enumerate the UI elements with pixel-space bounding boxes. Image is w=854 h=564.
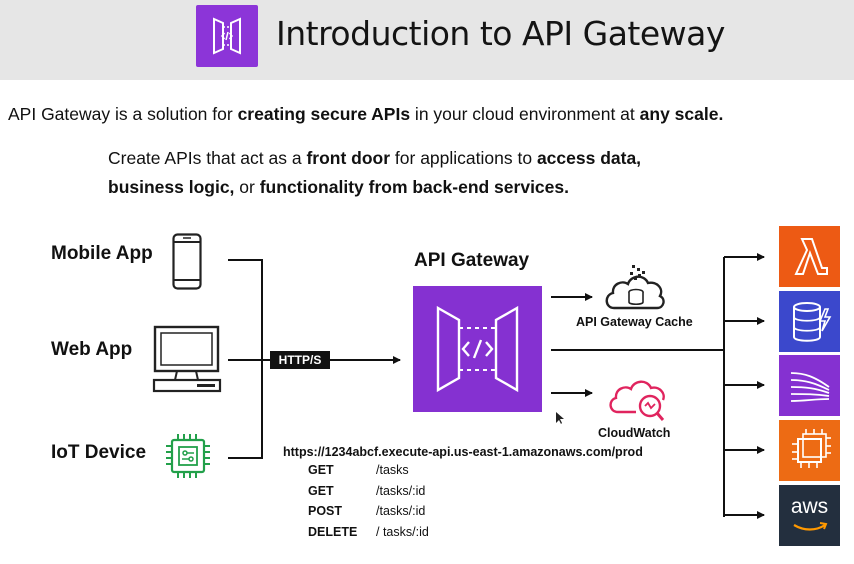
header-bar [0,0,854,80]
endpoint-url: https://1234abcf.execute-api.us-east-1.a… [283,445,643,459]
lambda-tile [779,226,840,287]
cloudwatch-icon [609,380,665,421]
route-path: /tasks/:id [376,483,426,498]
client-label-web: Web App [51,339,133,360]
route-method: POST [308,504,343,518]
ec2-tile [779,420,840,481]
route-path: / tasks/:id [376,524,429,539]
api-gateway-icon [436,305,519,393]
api-gateway-icon [213,17,241,55]
lambda-icon [794,238,828,275]
aws-logo: aws [790,495,829,518]
route-method: GET [308,463,334,477]
cache-label: API Gateway Cache [576,315,693,329]
intro-line-1: API Gateway is a solution for creating s… [8,104,724,124]
page-title: Introduction to API Gateway [276,14,725,53]
client-label-iot: IoT Device [51,442,147,463]
aws-smile-icon [793,522,828,531]
route-path: /tasks/:id [376,504,426,518]
kinesis-icon [790,372,830,402]
mobile-phone-icon [172,233,202,290]
client-label-mobile: Mobile App [51,243,153,264]
gateway-label: API Gateway [414,250,530,271]
chip-icon [166,434,210,478]
api-gateway-box [413,286,542,412]
dynamodb-tile [779,291,840,352]
protocol-label: HTTP/S [270,351,330,369]
kinesis-tile [779,355,840,416]
intro-line-2: Create APIs that act as a front door for… [108,148,642,197]
route-method: DELETE [308,524,358,539]
route-method: GET [308,483,334,498]
cursor-icon [556,412,564,424]
cloudwatch-label: CloudWatch [598,426,671,440]
ec2-icon [792,429,831,468]
aws-tile: aws [779,485,840,546]
route-path: /tasks [376,463,409,477]
api-gateway-logo [196,5,258,67]
desktop-computer-icon [152,325,222,393]
dynamodb-icon [793,302,832,342]
cloud-cache-icon [605,265,665,310]
